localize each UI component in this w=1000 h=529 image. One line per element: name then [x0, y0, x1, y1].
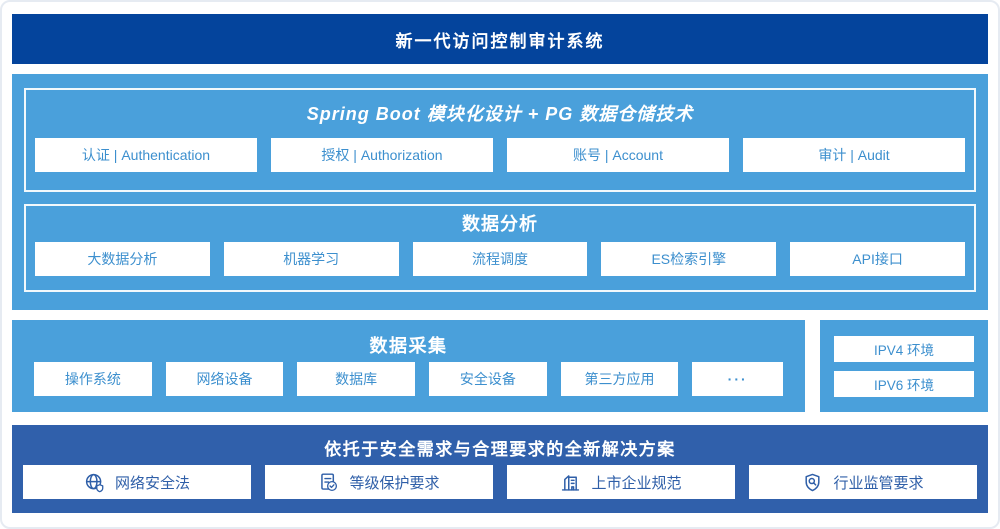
env-box-ipv6: IPV6 环境 — [834, 370, 974, 397]
collection-section: 数据采集 操作系统 网络设备 数据库 安全设备 第三方应用 ··· — [12, 320, 805, 412]
source-box-os: 操作系统 — [34, 362, 152, 396]
solution-title: 依托于安全需求与合理要求的全新解决方案 — [324, 440, 676, 459]
source-box-security-device: 安全设备 — [429, 362, 547, 396]
source-box-database: 数据库 — [297, 362, 416, 396]
platform-section: Spring Boot 模块化设计 + PG 数据仓储技术 认证 | Authe… — [12, 74, 988, 310]
module-box-account: 账号 | Account — [507, 138, 729, 172]
solution-label: 网络安全法 — [114, 474, 190, 492]
analysis-subsection: 数据分析 大数据分析 机器学习 流程调度 ES检索引擎 API接口 — [24, 204, 976, 292]
springboot-subsection: Spring Boot 模块化设计 + PG 数据仓储技术 认证 | Authe… — [24, 88, 976, 192]
page-title: 新一代访问控制审计系统 — [395, 31, 605, 51]
building-icon — [560, 472, 581, 493]
title-banner: 新一代访问控制审计系统 — [12, 14, 988, 64]
solution-section: 依托于安全需求与合理要求的全新解决方案 网络安全法 — [12, 425, 988, 513]
solution-label: 上市企业规范 — [591, 474, 682, 492]
collection-title: 数据采集 — [369, 336, 448, 356]
analysis-box-scheduler: 流程调度 — [412, 242, 588, 276]
document-check-icon — [318, 472, 339, 493]
source-box-network-device: 网络设备 — [165, 362, 284, 396]
source-box-thirdparty: 第三方应用 — [560, 362, 679, 396]
analysis-title: 数据分析 — [462, 214, 538, 234]
solution-box-industry-regulation: 行业监管要求 — [749, 465, 977, 499]
env-box-ipv4: IPV4 环境 — [834, 335, 974, 362]
solution-label: 行业监管要求 — [833, 474, 924, 492]
analysis-box-ml: 机器学习 — [223, 242, 399, 276]
shield-search-icon — [802, 472, 823, 493]
analysis-box-es: ES检索引擎 — [601, 242, 777, 276]
solution-box-cybersecurity-law: 网络安全法 — [23, 465, 251, 499]
analysis-box-bigdata: 大数据分析 — [35, 242, 210, 276]
module-box-audit: 审计 | Audit — [743, 138, 965, 172]
source-box-ellipsis: ··· — [692, 362, 783, 396]
springboot-title: Spring Boot 模块化设计 + PG 数据仓储技术 — [306, 104, 694, 124]
module-box-authentication: 认证 | Authentication — [35, 138, 257, 172]
module-box-authorization: 授权 | Authorization — [271, 138, 493, 172]
analysis-box-api: API接口 — [790, 242, 965, 276]
globe-security-icon — [84, 472, 105, 493]
environment-section: IPV4 环境 IPV6 环境 — [820, 320, 988, 412]
solution-label: 等级保护要求 — [349, 474, 440, 492]
solution-box-listed-company: 上市企业规范 — [507, 465, 735, 499]
solution-box-graded-protection: 等级保护要求 — [265, 465, 493, 499]
